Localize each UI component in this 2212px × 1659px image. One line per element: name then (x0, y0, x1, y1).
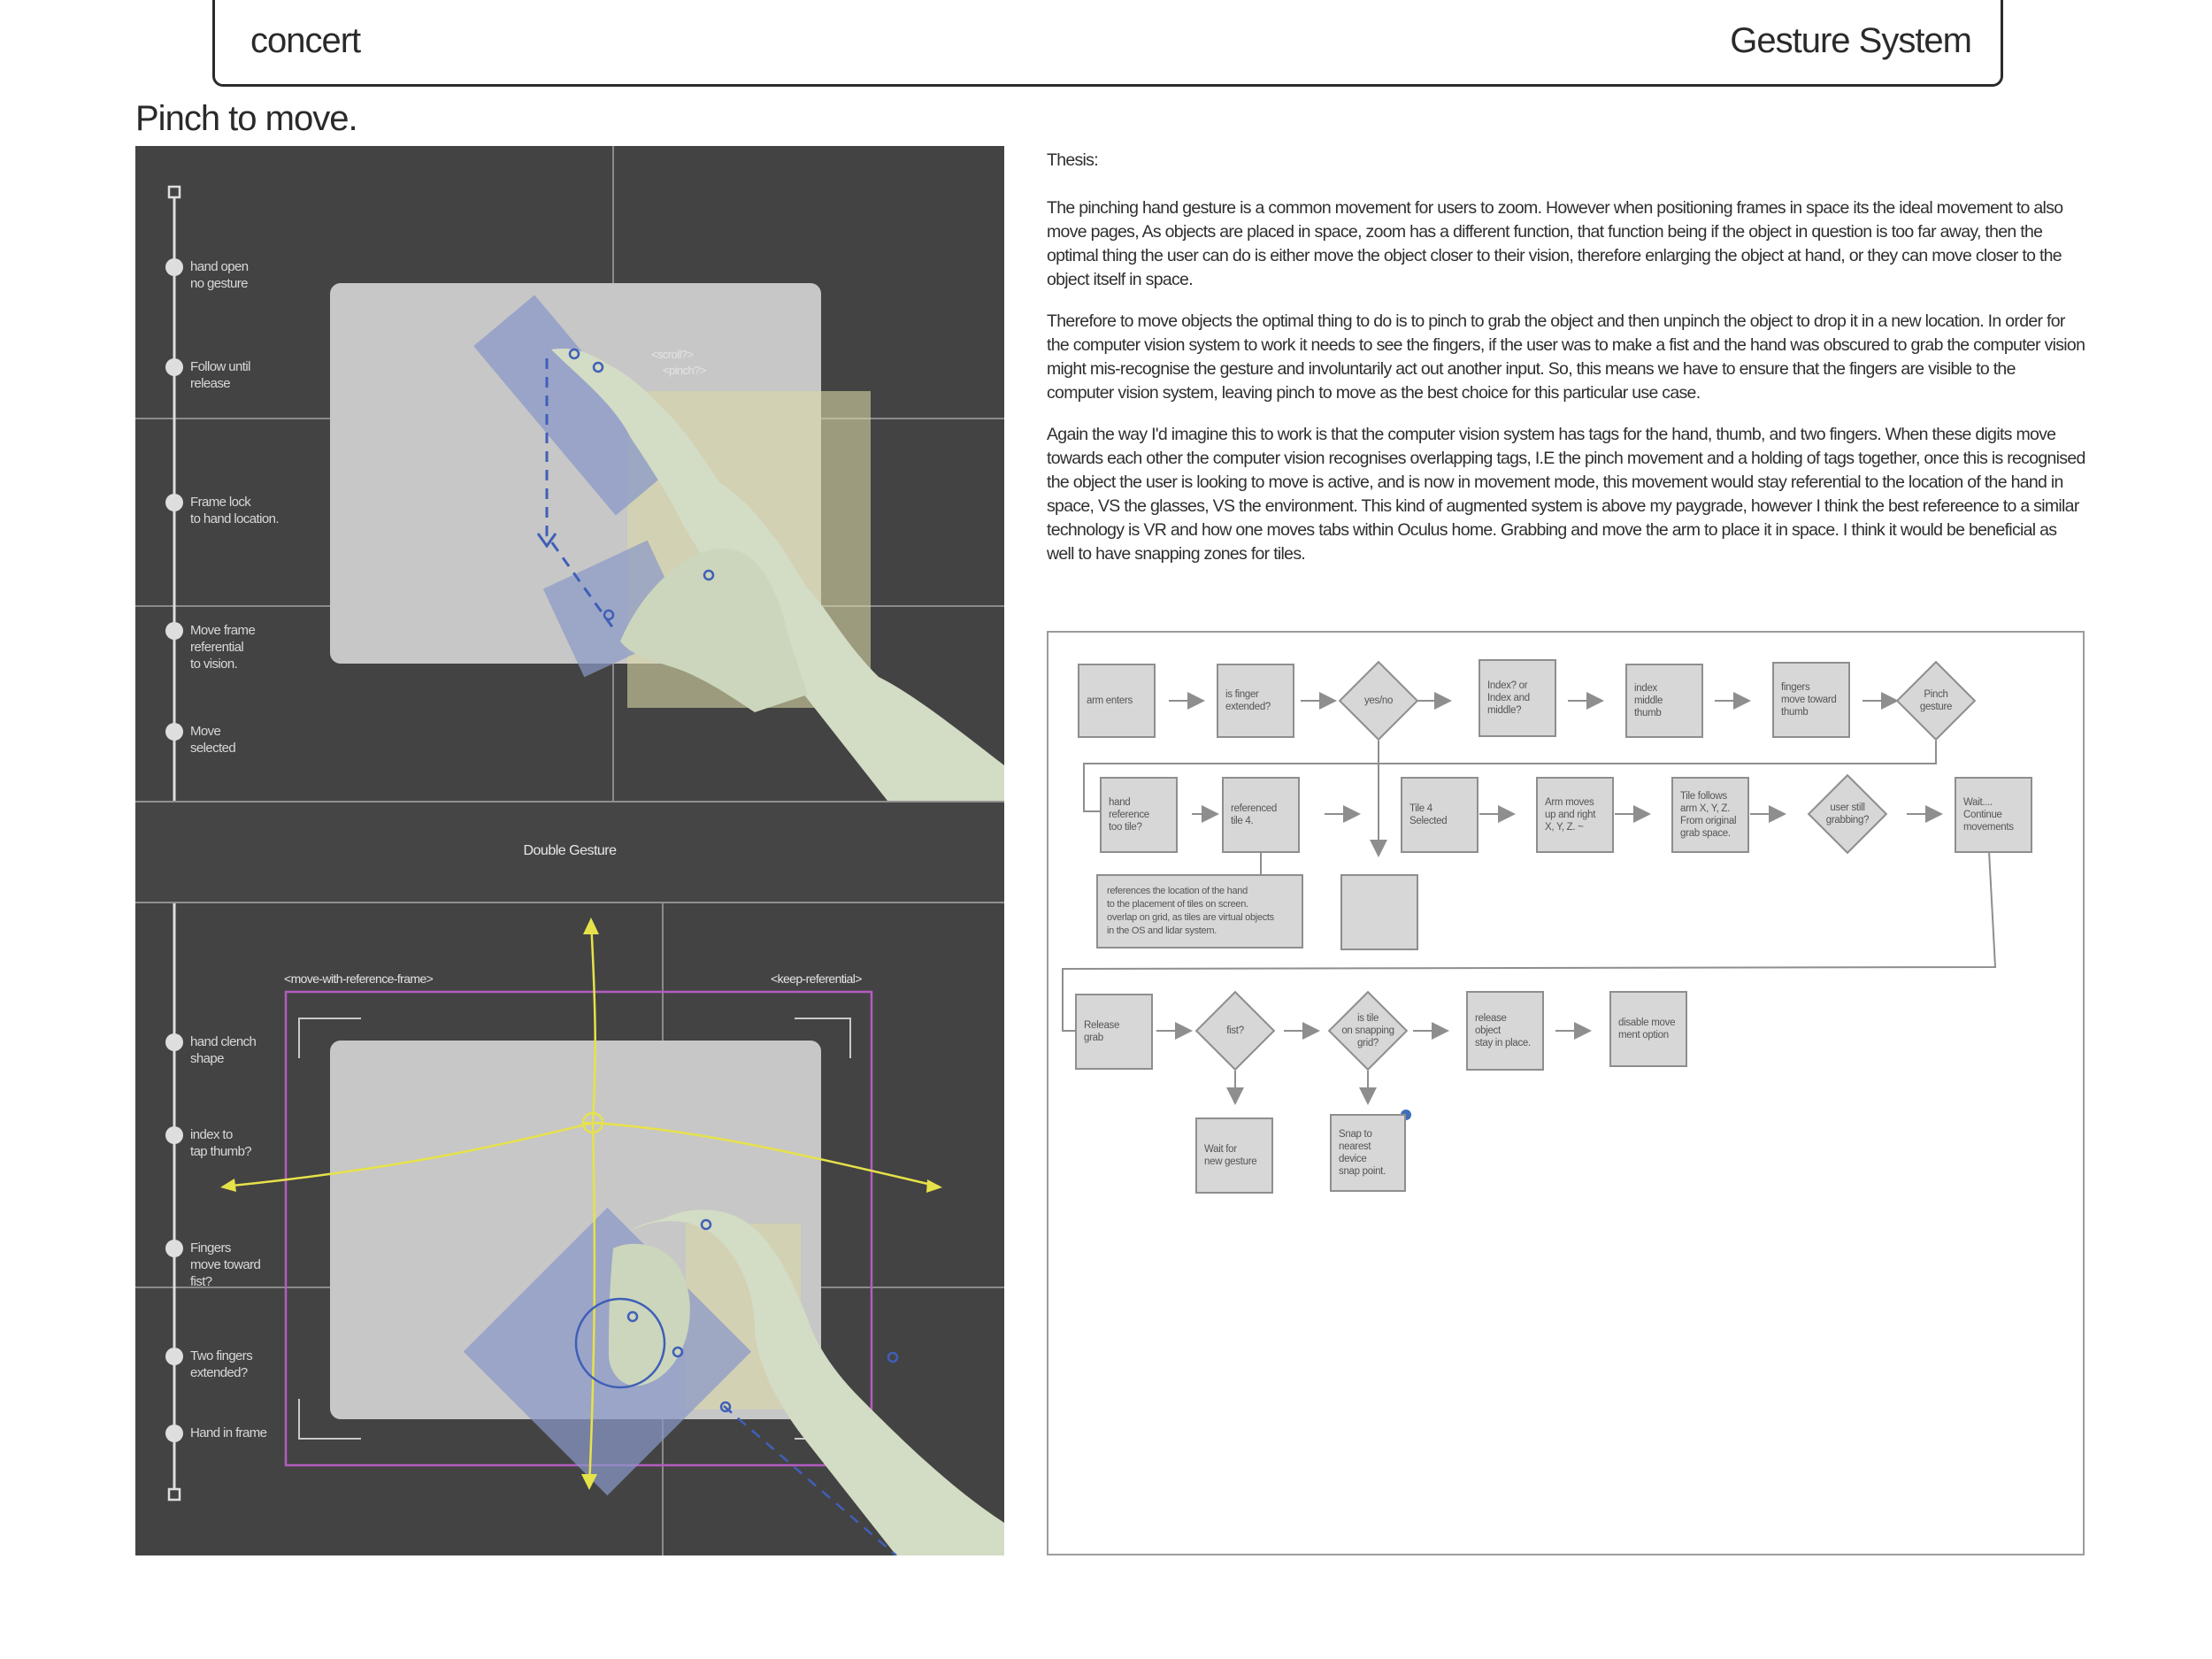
flow-box: index middle thumb (1625, 664, 1703, 738)
system-title: Gesture System (1730, 21, 1972, 60)
flow-note: references the location of the hand to t… (1096, 874, 1303, 949)
flow-box: Arm moves up and right X, Y, Z. ~ (1536, 777, 1614, 853)
timeline-label: index to tap thumb? (190, 1127, 252, 1159)
flow-decision: fist? (1194, 990, 1276, 1071)
header-frame (212, 0, 2003, 87)
flow-box: Tile follows arm X, Y, Z. From original … (1671, 777, 1749, 853)
bottom-panel-illustration (135, 903, 1004, 1555)
flow-box: Release grab (1075, 994, 1153, 1070)
flow-decision-label: Pinch gesture (1919, 689, 1953, 712)
flowchart-connectors (1062, 692, 1997, 1120)
thesis-paragraph: Again the way I'd imagine this to work i… (1047, 425, 2085, 564)
flowchart-frame: arm enters is finger extended? yes/no In… (1047, 631, 2085, 1555)
thesis-paragraph: The pinching hand gesture is a common mo… (1047, 198, 2063, 289)
keep-referential-tag: <keep-referential> (771, 972, 862, 986)
flow-box: Tile 4 Selected (1401, 777, 1479, 853)
timeline-label: hand clench shape (190, 1034, 257, 1066)
timeline-label: Two fingers extended? (190, 1348, 253, 1380)
flow-box: Wait.... Continue movements (1955, 777, 2032, 853)
flow-decision-label: is tile on snapping grid? (1341, 1013, 1394, 1048)
timeline-label: Frame lock to hand location. (190, 495, 279, 526)
timeline-label: Move selected (190, 724, 236, 756)
thesis-heading: Thesis: (1047, 150, 1099, 170)
thesis-paragraph: Therefore to move objects the optimal th… (1047, 311, 2085, 403)
flow-box: Wait for new gesture (1195, 1118, 1273, 1194)
thesis-text: Thesis: The pinching hand gesture is a c… (1047, 149, 2086, 584)
flow-decision: user still grabbing? (1807, 773, 1888, 855)
flow-decision: is tile on snapping grid? (1327, 990, 1409, 1071)
bottom-gesture-panel: hand clench shape index to tap thumb? Fi… (135, 903, 1004, 1555)
flow-box: arm enters (1078, 664, 1156, 738)
flow-decision: Pinch gesture (1895, 660, 1977, 741)
flow-box: is finger extended? (1217, 664, 1294, 738)
reference-frame-tag: <move-with-reference-frame> (284, 972, 434, 986)
top-gesture-panel: hand open no gesture Follow until releas… (135, 146, 1004, 801)
top-panel-illustration (135, 146, 1004, 801)
flow-box: fingers move toward thumb (1772, 662, 1850, 738)
flow-box: referenced tile 4. (1222, 777, 1300, 853)
timeline-label: hand open no gesture (190, 259, 249, 291)
flow-decision-label: yes/no (1363, 695, 1394, 706)
flow-box: Snap to nearest device snap point. (1330, 1114, 1406, 1192)
timeline-label: Move frame referential to vision. (190, 623, 256, 672)
flow-decision-label: fist? (1226, 1025, 1244, 1036)
brand-title: concert (250, 21, 361, 60)
gesture-tag-scroll: <scroll?> (651, 348, 694, 361)
flow-empty-box (1340, 874, 1418, 950)
flow-box: release object stay in place. (1466, 991, 1544, 1071)
flow-decision: yes/no (1338, 660, 1419, 741)
page-title: Pinch to move. (135, 99, 358, 138)
flow-box: Index? or Index and middle? (1479, 659, 1556, 737)
flow-box: disable move ment option (1609, 991, 1687, 1067)
timeline-label: Hand in frame (190, 1425, 267, 1440)
double-gesture-divider: Double Gesture (135, 801, 1004, 903)
timeline-label: Fingers move toward fist? (190, 1240, 261, 1289)
double-gesture-label: Double Gesture (523, 843, 617, 858)
timeline-label: Follow until release (190, 359, 250, 391)
flow-decision-label: user still grabbing? (1825, 803, 1870, 826)
flow-box: hand reference too tile? (1100, 777, 1178, 853)
gesture-tag-pinch: <pinch?> (663, 364, 706, 377)
